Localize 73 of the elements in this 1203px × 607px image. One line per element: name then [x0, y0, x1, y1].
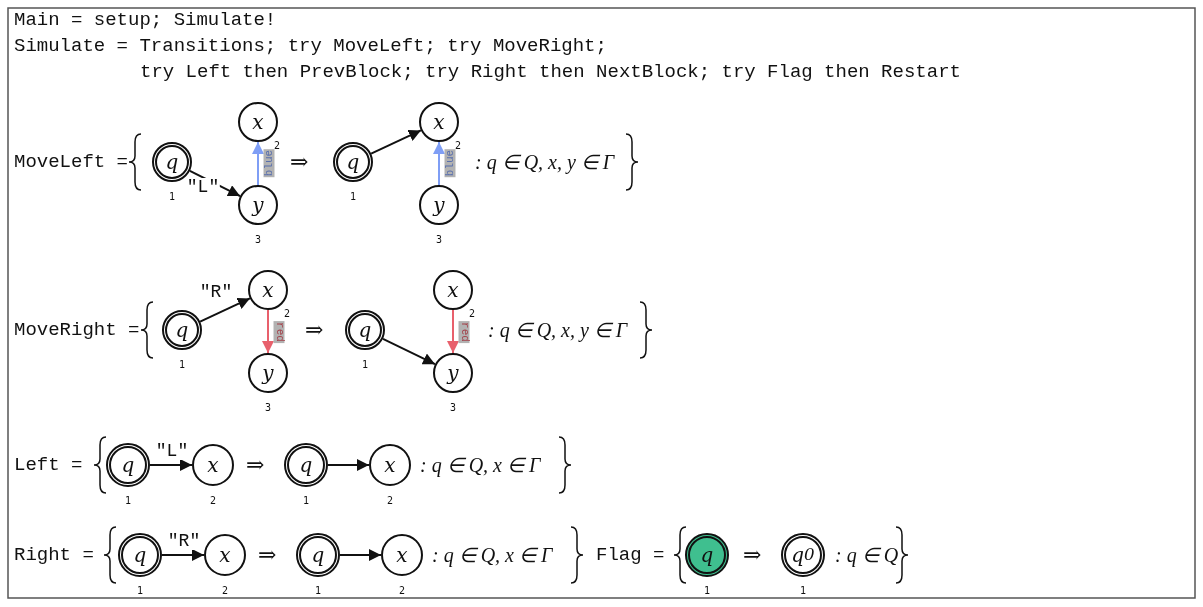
condition-text: : q ∈ Q, x ∈ Γ [420, 455, 541, 475]
state-circle: y [238, 185, 278, 225]
double-circle-state: q [106, 443, 150, 487]
state-circle: x [192, 444, 234, 486]
rule-name: Left = [14, 455, 83, 475]
node-index-number: 2 [399, 586, 405, 596]
condition-text: : q ∈ Q, x, y ∈ Γ [488, 320, 628, 340]
double-circle-state: q [333, 142, 373, 182]
state-circle: x [204, 534, 246, 576]
rule-name: MoveLeft = [14, 152, 129, 172]
node-index-number: 2 [222, 586, 228, 596]
node-index-number: 2 [455, 141, 461, 151]
rewrite-arrow-symbol: ⇒ [258, 544, 277, 566]
edge-label: blue [263, 148, 275, 178]
node-index-number: 2 [469, 309, 475, 319]
node-index-number: 1 [362, 360, 368, 370]
state-circle: y [419, 185, 459, 225]
code-line: Main = setup; Simulate! [14, 10, 277, 30]
node-index-number: 1 [303, 496, 309, 506]
node-index-number: 1 [350, 192, 356, 202]
arrow [161, 549, 205, 561]
state-circle: x [248, 270, 288, 310]
rule-name: Flag = [596, 545, 665, 565]
state-circle: x [369, 444, 411, 486]
arrow [199, 297, 251, 323]
state-circle: x [419, 102, 459, 142]
arrow [149, 459, 193, 471]
rewrite-arrow-symbol: ⇒ [305, 319, 324, 341]
node-index-number: 1 [179, 360, 185, 370]
rewrite-arrow-symbol: ⇒ [290, 151, 309, 173]
node-index-number: 3 [255, 235, 261, 245]
edge-label: red [273, 321, 285, 343]
arrow [447, 309, 459, 354]
node-index-number: 1 [800, 586, 806, 596]
double-circle-state: q [345, 310, 385, 350]
rewrite-arrow-symbol: ⇒ [246, 454, 265, 476]
node-index-number: 1 [704, 586, 710, 596]
double-circle-state: q [685, 533, 729, 577]
code-line: try Left then PrevBlock; try Right then NextBlock; try Flag then Restart [140, 62, 961, 82]
arrow [327, 459, 370, 471]
state-circle: y [248, 353, 288, 393]
rewrite-arrow-symbol: ⇒ [743, 544, 762, 566]
node-index-number: 2 [210, 496, 216, 506]
rule-name: Right = [14, 545, 94, 565]
arrow [370, 129, 422, 155]
node-index-number: 1 [125, 496, 131, 506]
double-circle-state: q [296, 533, 340, 577]
arrow [433, 141, 445, 186]
arrow [381, 337, 437, 366]
node-index-number: 3 [450, 403, 456, 413]
double-circle-state: q [162, 310, 202, 350]
node-index-number: 3 [436, 235, 442, 245]
condition-text: : q ∈ Q, x, y ∈ Γ [475, 152, 615, 172]
double-circle-state: q [118, 533, 162, 577]
node-index-number: 1 [315, 586, 321, 596]
arrow [339, 549, 382, 561]
arrow [262, 309, 274, 354]
node-index-number: 3 [265, 403, 271, 413]
edge-label: red [458, 321, 470, 343]
node-index-number: 2 [284, 309, 290, 319]
state-circle: x [381, 534, 423, 576]
arrow [252, 141, 264, 186]
code-line: Simulate = Transitions; try MoveLeft; try MoveRight; [14, 36, 607, 56]
node-index-number: 2 [274, 141, 280, 151]
node-index-number: 1 [169, 192, 175, 202]
rule-name: MoveRight = [14, 320, 140, 340]
node-index-number: 1 [137, 586, 143, 596]
edge-label: blue [444, 148, 456, 178]
state-circle: x [433, 270, 473, 310]
node-index-number: 2 [387, 496, 393, 506]
double-circle-state: q [284, 443, 328, 487]
state-circle: y [433, 353, 473, 393]
state-circle: x [238, 102, 278, 142]
